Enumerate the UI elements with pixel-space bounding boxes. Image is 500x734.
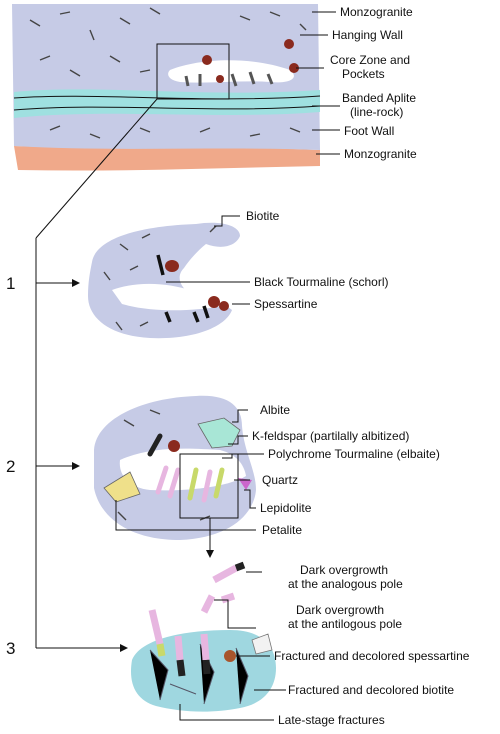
label-petalite: Petalite — [262, 523, 302, 537]
pocket-void — [112, 283, 222, 311]
monzogranite-lower-band — [14, 146, 320, 171]
label-black-tourmaline: Black Tourmaline (schorl) — [254, 275, 389, 289]
zoom-arrow — [206, 518, 214, 558]
label-late-stage-fractures: Late-stage fractures — [278, 713, 385, 727]
stage-connector — [35, 98, 158, 649]
label-antilogous-pole: at the antilogous pole — [288, 617, 402, 631]
label-analogous-pole: at the analogous pole — [288, 577, 403, 591]
pocket-void — [119, 448, 246, 491]
stage-3-pocket — [131, 561, 276, 712]
label-monzogranite-bottom: Monzogranite — [344, 147, 417, 161]
garnet-crystal — [224, 650, 236, 662]
zoom-box — [156, 43, 230, 100]
garnet-crystal — [284, 39, 294, 49]
garnet-crystal — [208, 296, 220, 308]
label-pockets: Pockets — [342, 67, 385, 81]
label-lepidolite: Lepidolite — [260, 501, 312, 515]
label-albite: Albite — [260, 403, 290, 417]
quartz-crystal — [251, 633, 273, 655]
stage-1-pocket — [88, 222, 240, 339]
label-biotite: Biotite — [246, 209, 280, 223]
label-spessartine: Spessartine — [254, 297, 318, 311]
zoom-box — [179, 453, 239, 519]
label-line-rock: (line-rock) — [350, 105, 403, 119]
label-foot-wall: Foot Wall — [344, 124, 394, 138]
garnet-crystal — [216, 75, 224, 83]
stage-number-3: 3 — [6, 639, 15, 658]
label-dark-overgrowth-1: Dark overgrowth — [300, 563, 388, 577]
stage-number-1: 1 — [6, 274, 15, 293]
banded-aplite — [14, 89, 320, 118]
label-hanging-wall: Hanging Wall — [332, 28, 403, 42]
stage-number-2: 2 — [6, 457, 15, 476]
label-polychrome-tourmaline: Polychrome Tourmaline (elbaite) — [268, 447, 440, 461]
lepidolite-crystal — [238, 478, 252, 490]
label-k-feldspar: K-feldspar (partilally albitized) — [252, 429, 409, 443]
albite-crystal — [197, 417, 241, 449]
stage-2-pocket — [94, 395, 256, 540]
garnet-crystal — [289, 63, 299, 73]
garnet-crystal — [168, 440, 180, 452]
stage-arrowheads — [72, 279, 128, 652]
label-core-zone: Core Zone and — [330, 53, 410, 67]
label-fractured-spessartine: Fractured and decolored spessartine — [274, 649, 470, 663]
stage-2-leaders — [115, 409, 264, 531]
garnet-crystal — [219, 301, 229, 311]
garnet-crystal — [202, 55, 212, 65]
label-fractured-biotite: Fractured and decolored biotite — [288, 683, 454, 697]
cross-section — [12, 4, 321, 171]
label-monzogranite-top: Monzogranite — [340, 5, 413, 19]
stage-1-leaders — [166, 215, 250, 305]
petalite-crystal — [103, 471, 141, 503]
label-quartz: Quartz — [262, 473, 298, 487]
stage-3-leaders — [179, 571, 286, 721]
label-banded-aplite: Banded Aplite — [342, 91, 416, 105]
garnet-crystal — [165, 260, 179, 272]
top-leaders — [296, 11, 340, 155]
label-dark-overgrowth-2: Dark overgrowth — [296, 603, 384, 617]
